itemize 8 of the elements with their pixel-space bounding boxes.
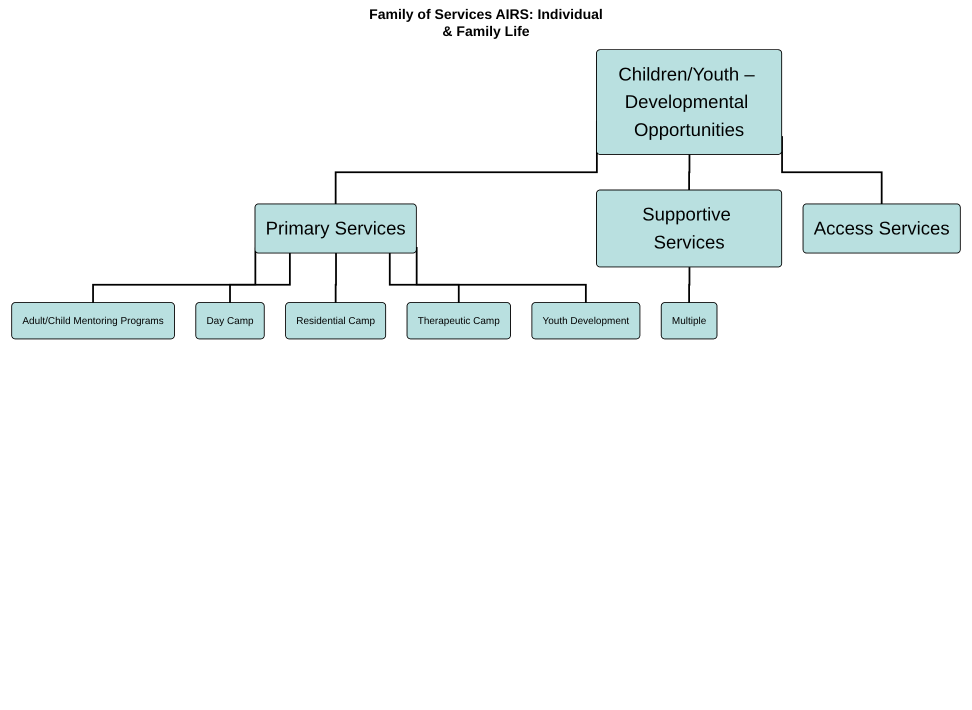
connector: [688, 154, 690, 192]
diagram-title: Family of Services AIRS: Individual & Family Life: [368, 6, 604, 40]
connector: [688, 267, 690, 304]
connector: [388, 253, 460, 304]
connector: [229, 253, 291, 304]
connector: [416, 246, 588, 304]
connector: [334, 253, 337, 304]
connector: [92, 248, 256, 304]
